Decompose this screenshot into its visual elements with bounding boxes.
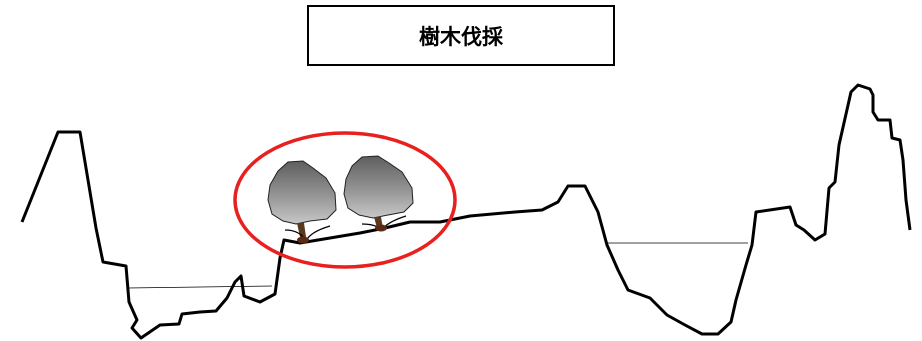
tree-icon xyxy=(267,160,337,244)
tree-icon xyxy=(343,155,414,232)
title-box: 樹木伐採 xyxy=(307,5,615,66)
terrain-profile xyxy=(20,83,912,340)
water-level-left xyxy=(127,285,273,289)
title-label: 樹木伐採 xyxy=(419,24,503,49)
ellipse-highlight xyxy=(233,131,457,269)
